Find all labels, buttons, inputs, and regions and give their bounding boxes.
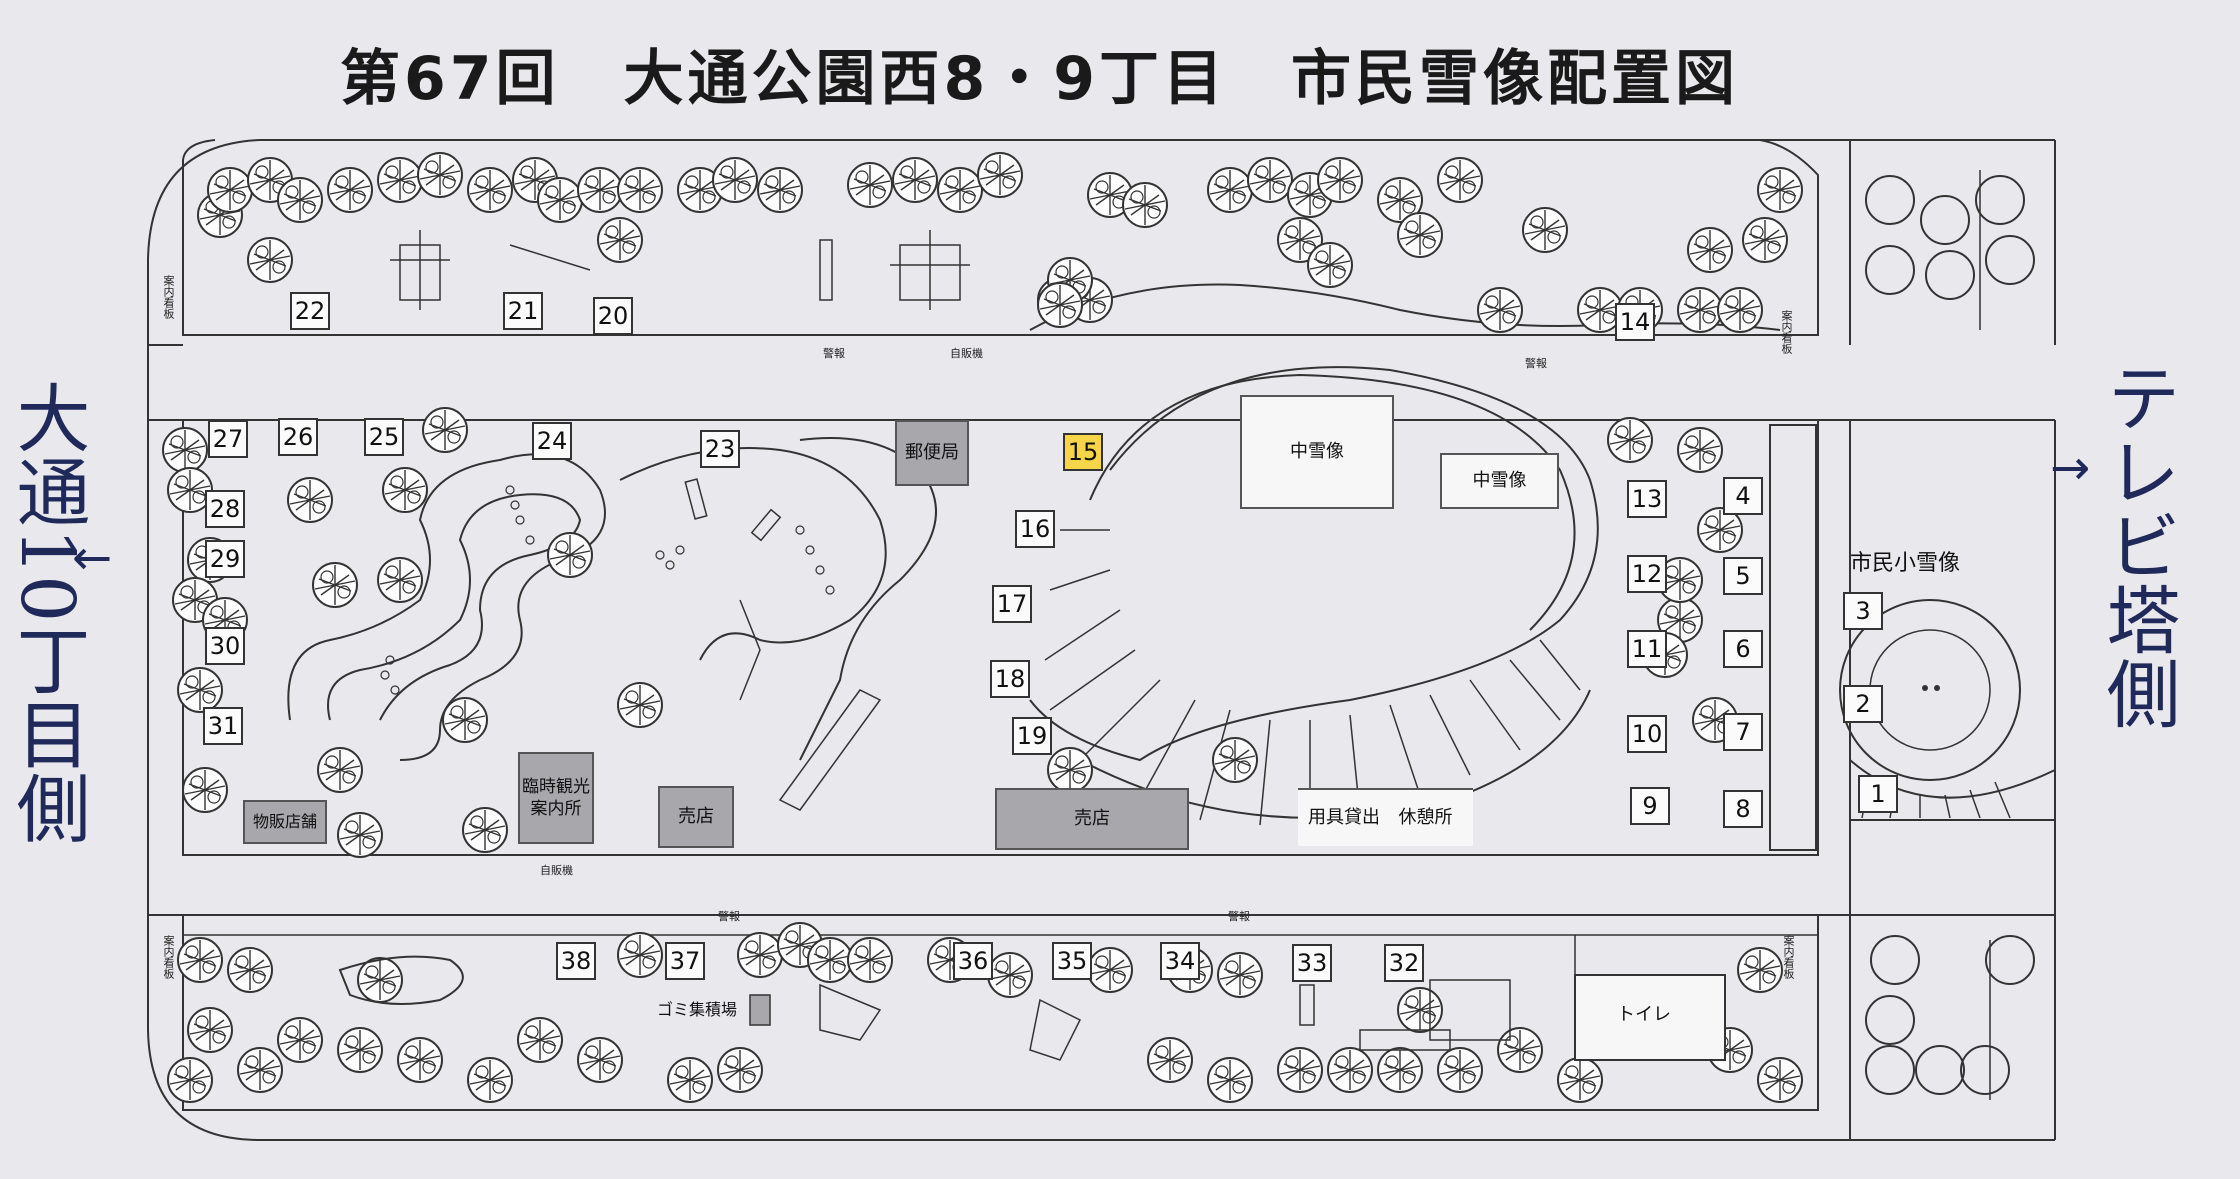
tourist-info: 臨時観光案内所 <box>518 752 594 844</box>
large-snow-statue-1: 中雪像 <box>1240 395 1394 509</box>
site-35: 35 <box>1052 942 1092 980</box>
site-17: 17 <box>992 585 1032 623</box>
alarm-3: 警報 <box>718 910 740 923</box>
site-20: 20 <box>593 297 633 335</box>
site-19: 19 <box>1012 717 1052 755</box>
site-33: 33 <box>1292 944 1332 982</box>
site-27: 27 <box>208 420 248 458</box>
info-board-nw: 案内看板 <box>162 275 175 319</box>
site-29: 29 <box>205 540 245 578</box>
site-6: 6 <box>1723 630 1763 668</box>
site-5: 5 <box>1723 557 1763 595</box>
site-10: 10 <box>1627 715 1667 753</box>
shop-small: 売店 <box>658 786 734 848</box>
site-16: 16 <box>1015 510 1055 548</box>
large-snow-statue-2: 中雪像 <box>1440 453 1559 509</box>
site-25: 25 <box>364 418 404 456</box>
left-arrow: ← <box>72 530 113 586</box>
site-12: 12 <box>1627 555 1667 593</box>
garbage-label: ゴミ集積場 <box>657 1000 738 1019</box>
vending-north: 自販機 <box>950 347 983 360</box>
site-28: 28 <box>205 490 245 528</box>
alarm-2: 警報 <box>1525 357 1547 370</box>
site-34: 34 <box>1160 942 1200 980</box>
info-board-sw: 案内看板 <box>162 935 175 979</box>
site-23: 23 <box>700 430 740 468</box>
site-4: 4 <box>1723 477 1763 515</box>
site-38: 38 <box>556 942 596 980</box>
alarm-1: 警報 <box>823 347 845 360</box>
site-37: 37 <box>665 942 705 980</box>
site-18: 18 <box>990 660 1030 698</box>
site-7: 7 <box>1723 713 1763 751</box>
right-side-note: テレビ塔側 <box>2094 360 2180 730</box>
site-11: 11 <box>1627 630 1667 668</box>
right-arrow: → <box>2050 440 2091 496</box>
vending-south: 自販機 <box>540 864 573 877</box>
info-board-ne: 案内看板 <box>1780 310 1793 354</box>
info-board-se: 案内看板 <box>1782 935 1795 979</box>
shop-main: 売店 <box>995 788 1189 850</box>
site-22: 22 <box>290 292 330 330</box>
post-office: 郵便局 <box>895 420 969 486</box>
site-32: 32 <box>1384 944 1424 982</box>
site-24: 24 <box>532 422 572 460</box>
site-15: 15 <box>1063 433 1103 471</box>
toilet-label: トイレ <box>1617 1004 1671 1025</box>
site-9: 9 <box>1630 787 1670 825</box>
site-31: 31 <box>203 707 243 745</box>
citizen-small-statue-label: 市民小雪像 <box>1850 551 1961 576</box>
goods-store: 物販店舗 <box>243 800 327 844</box>
site-26: 26 <box>278 418 318 456</box>
site-13: 13 <box>1627 480 1667 518</box>
map-title: 第67回 大通公園西8・9丁目 市民雪像配置図 <box>340 44 1739 114</box>
site-14: 14 <box>1615 303 1655 341</box>
alarm-4: 警報 <box>1228 910 1250 923</box>
left-side-note: 大通10丁目側 <box>4 380 90 845</box>
site-1: 1 <box>1858 775 1898 813</box>
site-3: 3 <box>1843 592 1883 630</box>
site-36: 36 <box>953 942 993 980</box>
site-21: 21 <box>503 292 543 330</box>
site-2: 2 <box>1843 685 1883 723</box>
site-30: 30 <box>205 627 245 665</box>
rest-area: 休憩所 <box>1378 788 1473 846</box>
site-8: 8 <box>1723 790 1763 828</box>
